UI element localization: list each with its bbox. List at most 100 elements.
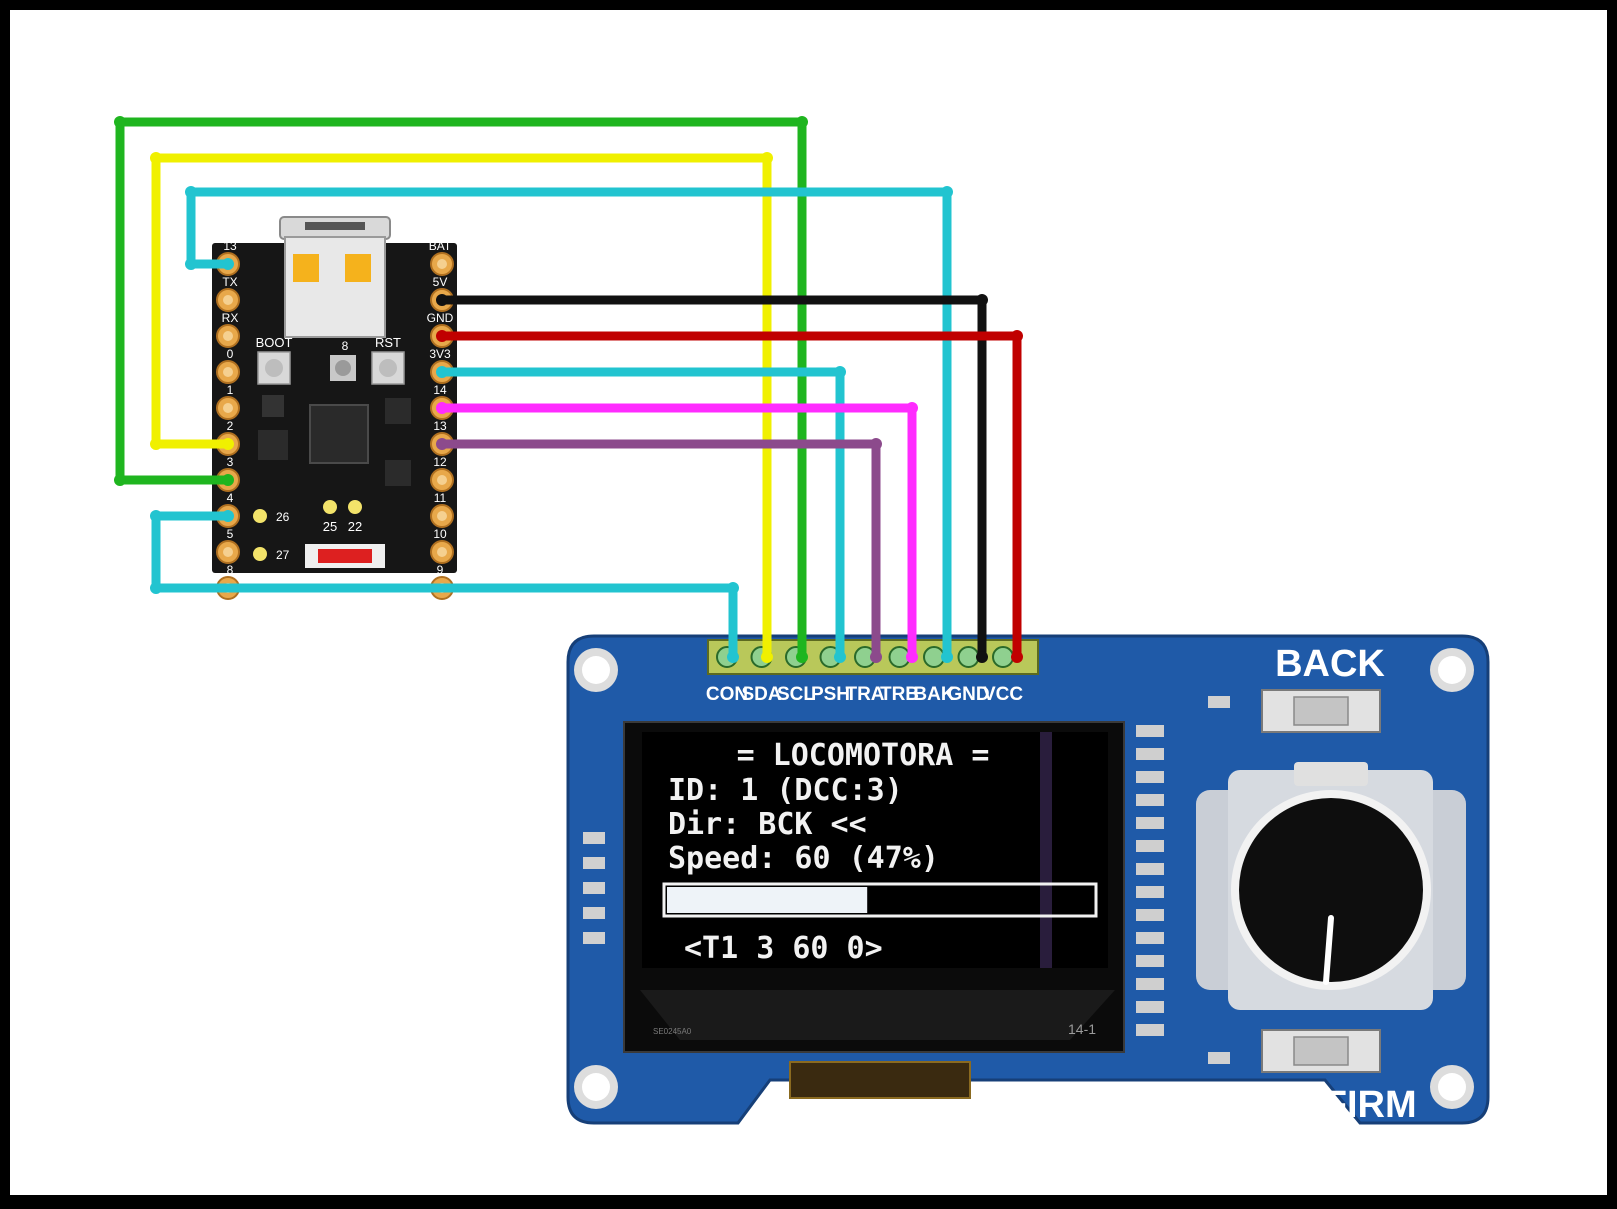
board-right-pin-label: GND [427,311,454,325]
wire-joint [761,152,773,164]
board-right-pin-hole [437,475,447,485]
smd-resistor-column [583,832,605,944]
module-pin-label: VCC [983,684,1023,705]
oled-screen [642,732,1108,968]
wire-joint [222,510,234,522]
board-left-pin-label: 5 [227,527,234,541]
oled-command-line: <T1 3 60 0> [684,931,883,966]
board-left-pin-hole [223,547,233,557]
module-pin-label: PSH [811,684,850,705]
wire-joint [436,438,448,450]
board-right-pin-hole [437,259,447,269]
wire-joint [870,438,882,450]
gpio8-label: 8 [342,339,349,353]
wire-joint [436,366,448,378]
boot-button[interactable] [257,351,291,385]
wires [114,116,1023,663]
battery-connector-latch [318,549,372,563]
wire-joint [976,651,988,663]
smd-component [385,460,411,486]
board-right-pin-label: 3V3 [429,347,451,361]
board-right-pin-label: 5V [433,275,448,289]
flex-code: SE0245A0 [653,1027,692,1036]
pad-26 [253,509,267,523]
module-pin-label: SCL [777,684,815,705]
module-pin-label: CON [706,684,748,705]
smd-inductor [258,430,288,460]
wire-joint [222,474,234,486]
smd-component [1208,1052,1230,1064]
pad-25 [323,500,337,514]
wire-joint [1011,651,1023,663]
wire-joint [185,258,197,270]
pad-22 [348,500,362,514]
wire-joint [796,116,808,128]
mounting-hole [1430,648,1474,692]
wire-joint [150,152,162,164]
board-right-pin-label: 10 [433,527,447,541]
wire-joint [796,651,808,663]
module-pin-label: TRA [845,684,884,705]
encoder-knob-indicator [1323,915,1334,985]
wire-joint [976,294,988,306]
wire-joint [941,651,953,663]
back-button[interactable] [1261,689,1381,733]
wire-joint [114,474,126,486]
rotary-encoder[interactable] [1196,762,1466,1010]
wire-joint [906,402,918,414]
wire-joint [222,258,234,270]
wire-joint [114,116,126,128]
main-chip [309,404,369,464]
smd-capacitor-column [1136,725,1164,1036]
pad-27 [253,547,267,561]
wire-joint [834,651,846,663]
oled-title: = LOCOMOTORA = [737,738,990,773]
board-left-pin-label: RX [222,311,239,325]
pad-25-label: 25 [323,519,337,534]
microcontroller-board: BOOT RST 8 25 22 26 27 13TXRX0123458BAT5… [212,216,457,600]
smd-component [1208,696,1230,708]
confirm-label: CONFIRM [1239,1084,1416,1126]
smd-component [385,398,411,424]
led-indicator [330,355,356,381]
oled-speed-line: Speed: 60 (47%) [668,841,939,876]
board-left-pin-label: 8 [227,563,234,577]
oled-edge-glow [1040,732,1052,968]
board-right-pin-label: 9 [437,563,444,577]
module-pin [992,646,1014,668]
panel-code: 14-1 [1068,1021,1096,1037]
board-right-pin-label: 12 [433,455,447,469]
board-right-pin-hole [437,511,447,521]
wire-joint [222,438,234,450]
wire-joint [727,582,739,594]
module-pin [957,646,980,668]
wire-joint [870,651,882,663]
board-left-pin-hole [223,295,233,305]
board-right-pin-label: 14 [433,383,447,397]
speed-bar-frame [662,882,1098,918]
wire-joint [436,402,448,414]
module-pin-label: TRB [880,684,919,705]
wire-joint [1011,330,1023,342]
module-pin-label: BAK [913,684,954,705]
speed-bar-fill [667,887,868,913]
wire-joint [834,366,846,378]
mounting-hole [574,648,618,692]
wire-joint [436,294,448,306]
board-left-pin-hole [223,403,233,413]
wire-joint [906,651,918,663]
wire-joint [436,330,448,342]
board-left-pin-label: 3 [227,455,234,469]
smd-component [262,395,284,417]
boot-label: BOOT [256,335,293,350]
board-left-pin-label: 1 [227,383,234,397]
module-pin-label: SDA [741,684,781,705]
rst-button[interactable] [371,351,405,385]
pad-27-label: 27 [276,548,290,562]
flex-cable [789,1061,971,1099]
board-left-pin-hole [223,331,233,341]
confirm-button[interactable] [1261,1029,1381,1073]
wire-joint [150,582,162,594]
